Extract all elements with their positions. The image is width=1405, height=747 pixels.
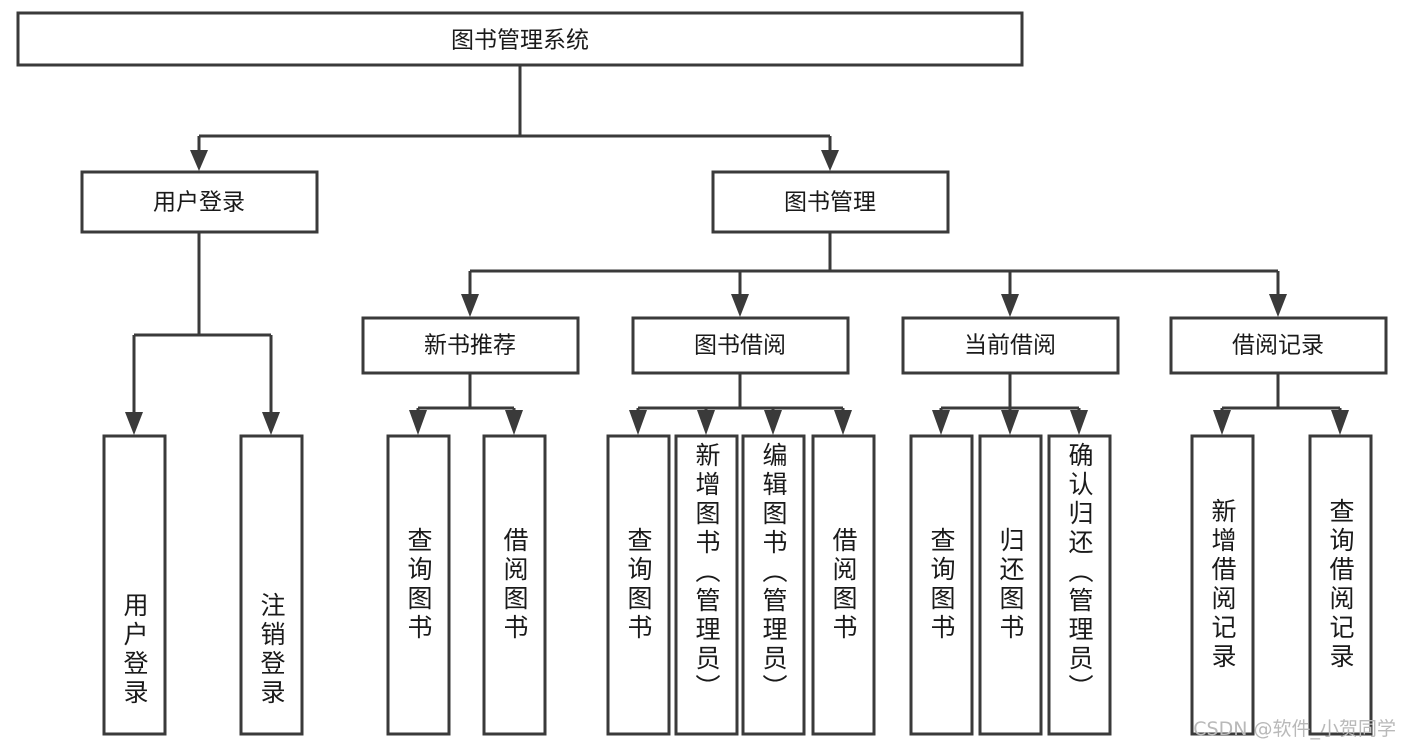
node-leaf-user-logout[interactable]: 注销登录 <box>241 436 302 734</box>
node-leaf-query-book-1[interactable]: 查询图书 <box>388 436 449 734</box>
node-leaf-borrow-book-1[interactable]: 借阅图书 <box>484 436 545 734</box>
node-current-borrow-box[interactable] <box>901 316 1120 375</box>
node-leaf-return-book-label: 归还图书 <box>996 527 1025 643</box>
node-root-label: 图书管理系统 <box>451 28 589 54</box>
node-user-login-label: 用户登录 <box>153 190 245 216</box>
node-leaf-borrow-book-1-label: 借阅图书 <box>500 527 529 643</box>
arrow-to-leaf-edit-book <box>764 410 782 435</box>
node-leaf-user-login-label: 用户登录 <box>120 592 149 708</box>
arrow-to-leaf-confirm-return <box>1070 410 1088 435</box>
node-book-borrow-box[interactable] <box>631 316 850 375</box>
node-new-book-recommend[interactable]: 新书推荐 <box>361 316 580 375</box>
node-leaf-edit-book-box[interactable] <box>741 434 806 736</box>
node-leaf-confirm-return-box[interactable] <box>1047 434 1112 736</box>
arrow-to-leaf-user-login <box>125 412 143 435</box>
node-book-borrow[interactable]: 图书借阅 <box>631 316 850 375</box>
node-book-management[interactable]: 图书管理 <box>711 170 950 234</box>
node-leaf-query-book-3-label: 查询图书 <box>927 527 956 643</box>
arrow-to-user-login <box>190 150 208 171</box>
node-leaf-borrow-book-2-label: 借阅图书 <box>829 527 858 643</box>
node-leaf-query-book-1-label: 查询图书 <box>404 527 433 643</box>
node-leaf-borrow-book-1-box[interactable] <box>482 434 547 736</box>
node-leaf-add-record[interactable]: 新增借阅记录 <box>1192 436 1253 734</box>
arrow-to-leaf-add-book <box>697 410 715 435</box>
node-leaf-query-book-1-box[interactable] <box>386 434 451 736</box>
node-leaf-edit-book-label: 编辑图书（管理员） <box>759 442 788 703</box>
arrow-to-leaf-user-logout <box>262 412 280 435</box>
node-book-management-box[interactable] <box>711 170 950 234</box>
node-leaf-query-book-2-box[interactable] <box>606 434 671 736</box>
arrow-to-current-borrow <box>1001 294 1019 317</box>
node-leaf-confirm-return[interactable]: 确认归还（管理员） <box>1049 436 1110 734</box>
node-leaf-query-book-2-label: 查询图书 <box>624 527 653 643</box>
arrow-to-book-management <box>821 150 839 171</box>
node-new-book-recommend-label: 新书推荐 <box>424 333 516 359</box>
node-book-management-label: 图书管理 <box>784 190 876 216</box>
node-new-book-recommend-box[interactable] <box>361 316 580 375</box>
node-root-box[interactable] <box>16 11 1024 67</box>
node-leaf-user-login-box[interactable] <box>102 434 167 736</box>
arrow-to-borrow-record <box>1269 294 1287 317</box>
node-leaf-add-book-box[interactable] <box>674 434 739 736</box>
node-root[interactable]: 图书管理系统 <box>16 11 1024 67</box>
node-leaf-borrow-book-2[interactable]: 借阅图书 <box>813 436 874 734</box>
arrow-to-new-book-recommend <box>461 294 479 317</box>
csdn-watermark: CSDN @软件_小贺同学 <box>1193 718 1396 740</box>
connector-layer <box>125 66 1349 435</box>
node-borrow-record[interactable]: 借阅记录 <box>1169 316 1388 375</box>
node-leaf-add-record-box[interactable] <box>1190 434 1255 736</box>
node-leaf-query-book-3[interactable]: 查询图书 <box>911 436 972 734</box>
arrow-to-leaf-borrow-book-2 <box>834 410 852 435</box>
node-current-borrow[interactable]: 当前借阅 <box>901 316 1120 375</box>
node-leaf-confirm-return-label: 确认归还（管理员） <box>1065 442 1094 703</box>
node-leaf-add-book[interactable]: 新增图书（管理员） <box>676 436 737 734</box>
node-leaf-query-record-box[interactable] <box>1308 434 1373 736</box>
arrow-to-leaf-return-book <box>1001 410 1019 435</box>
node-leaf-add-record-label: 新增借阅记录 <box>1208 498 1237 672</box>
node-leaf-query-record-label: 查询借阅记录 <box>1326 498 1355 672</box>
arrow-to-leaf-query-book-3 <box>932 410 950 435</box>
node-leaf-user-logout-box[interactable] <box>239 434 304 736</box>
node-leaf-return-book-box[interactable] <box>978 434 1043 736</box>
node-leaf-query-book-3-box[interactable] <box>909 434 974 736</box>
arrow-to-book-borrow <box>731 294 749 317</box>
node-borrow-record-label: 借阅记录 <box>1232 333 1324 359</box>
node-user-login-box[interactable] <box>80 170 319 234</box>
node-borrow-record-box[interactable] <box>1169 316 1388 375</box>
arrow-to-leaf-borrow-book-1 <box>505 410 523 435</box>
arrow-to-leaf-query-record <box>1331 410 1349 435</box>
node-user-login[interactable]: 用户登录 <box>80 170 319 234</box>
node-current-borrow-label: 当前借阅 <box>964 333 1056 359</box>
arrow-to-leaf-query-book-2 <box>629 410 647 435</box>
node-leaf-query-book-2[interactable]: 查询图书 <box>608 436 669 734</box>
arrow-to-leaf-query-book-1 <box>409 410 427 435</box>
node-leaf-query-record[interactable]: 查询借阅记录 <box>1310 436 1371 734</box>
node-book-borrow-label: 图书借阅 <box>694 333 786 359</box>
node-leaf-return-book[interactable]: 归还图书 <box>980 436 1041 734</box>
node-leaf-user-logout-label: 注销登录 <box>257 592 286 708</box>
node-leaf-edit-book[interactable]: 编辑图书（管理员） <box>743 436 804 734</box>
node-leaf-add-book-label: 新增图书（管理员） <box>692 442 721 703</box>
arrow-to-leaf-add-record <box>1213 410 1231 435</box>
node-leaf-borrow-book-2-box[interactable] <box>811 434 876 736</box>
node-leaf-user-login[interactable]: 用户登录 <box>104 436 165 734</box>
